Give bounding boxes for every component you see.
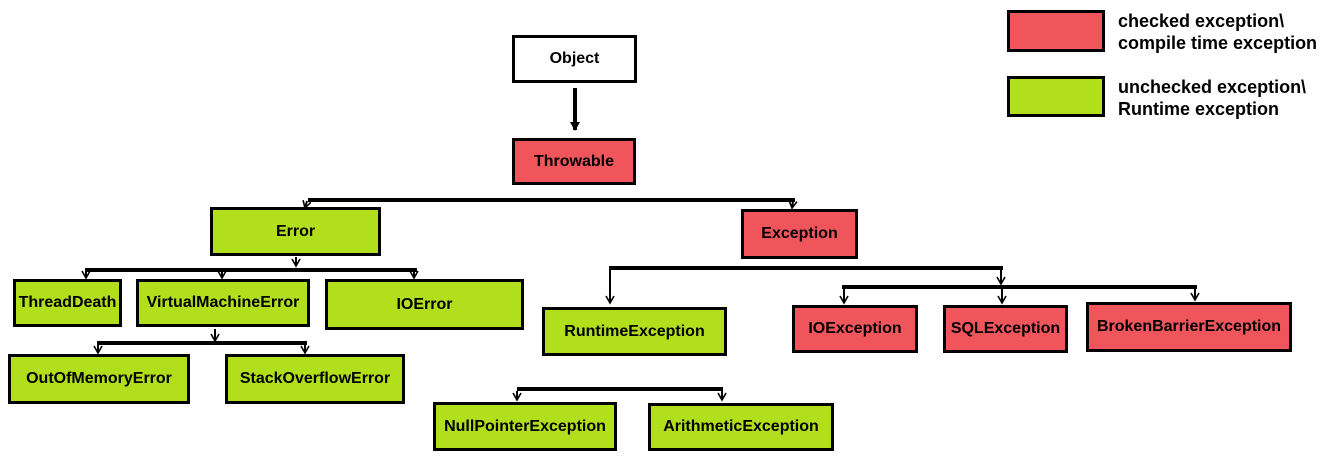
node-label: Throwable <box>533 152 614 170</box>
legend-item-checked: checked exception\ compile time exceptio… <box>1007 10 1317 54</box>
node-label: Error <box>275 222 316 240</box>
legend-swatch-unchecked <box>1007 76 1105 117</box>
node-object: Object <box>512 35 637 83</box>
node-threaddeath: ThreadDeath <box>13 279 122 327</box>
node-label: ArithmeticException <box>663 418 819 435</box>
node-label: RuntimeException <box>564 322 705 340</box>
node-ioerror: IOError <box>325 279 524 330</box>
node-stackoverflowerror: StackOverflowError <box>225 354 405 404</box>
legend-label-line: compile time exception <box>1118 33 1318 53</box>
legend-label-line: unchecked exception\ <box>1118 77 1307 97</box>
node-sqlexception: SQLException <box>943 305 1068 353</box>
node-label: IOException <box>808 320 902 337</box>
node-throwable: Throwable <box>512 138 636 185</box>
node-brokenbarrierexception: BrokenBarrierException <box>1086 302 1292 352</box>
node-virtualmachineerror: VirtualMachineError <box>136 279 310 327</box>
node-ioexception: IOException <box>792 305 918 353</box>
node-exception: Exception <box>741 209 858 259</box>
node-label: VirtualMachineError <box>146 294 300 311</box>
node-nullpointerexception: NullPointerException <box>433 402 617 451</box>
legend-label-checked: checked exception\ compile time exceptio… <box>1118 10 1317 54</box>
legend-label-line: checked exception\ <box>1118 11 1285 31</box>
legend-label-unchecked: unchecked exception\ Runtime exception <box>1118 76 1306 120</box>
node-label: OutOfMemoryError <box>26 370 172 387</box>
node-label: IOError <box>396 295 453 313</box>
node-label: BrokenBarrierException <box>1096 318 1282 335</box>
node-error: Error <box>210 207 381 256</box>
node-label: Exception <box>761 225 838 242</box>
node-label: StackOverflowError <box>239 370 391 387</box>
legend-item-unchecked: unchecked exception\ Runtime exception <box>1007 76 1306 120</box>
node-outofmemoryerror: OutOfMemoryError <box>8 354 190 404</box>
node-label: SQLException <box>950 320 1061 337</box>
node-label: ThreadDeath <box>18 294 117 311</box>
node-arithmeticexception: ArithmeticException <box>648 403 834 451</box>
legend-label-line: Runtime exception <box>1118 99 1280 119</box>
legend-swatch-checked <box>1007 10 1105 52</box>
node-runtimeexception: RuntimeException <box>542 307 727 356</box>
node-label: NullPointerException <box>444 417 606 435</box>
node-label: Object <box>549 50 600 67</box>
